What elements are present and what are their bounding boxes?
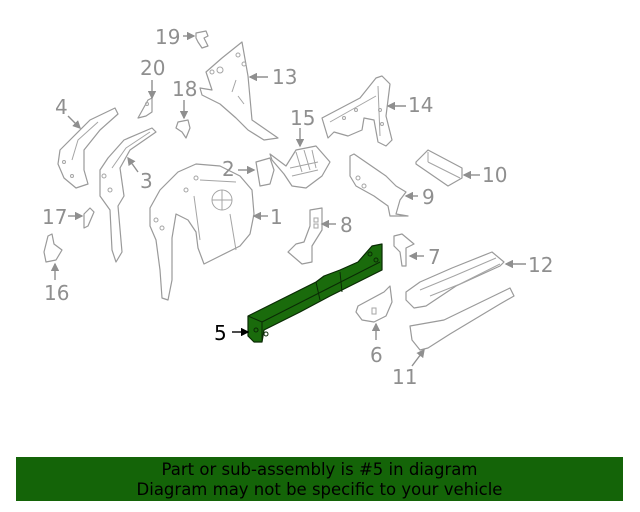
callout-11[interactable]: 11 [392,365,417,389]
part-11[interactable] [409,287,515,351]
part-3[interactable] [99,127,157,263]
callout-18[interactable]: 18 [172,77,197,101]
part-14[interactable] [321,75,393,147]
part-7[interactable] [393,233,415,267]
callout-10[interactable]: 10 [482,163,507,187]
callout-15[interactable]: 15 [290,106,315,130]
callout-5-active[interactable]: 5 [214,321,227,345]
callout-14[interactable]: 14 [408,93,433,117]
part-2[interactable] [255,157,275,187]
callout-20[interactable]: 20 [140,56,165,80]
banner-line-disclaimer: Diagram may not be specific to your vehi… [136,480,503,499]
callout-19[interactable]: 19 [155,25,180,49]
part-16[interactable] [43,233,63,263]
part-9[interactable] [349,153,409,217]
part-13[interactable] [199,41,279,141]
part-6[interactable] [355,285,393,323]
callout-7[interactable]: 7 [428,245,441,269]
part-10[interactable] [415,149,463,187]
callout-4[interactable]: 4 [55,95,68,119]
banner-line-part: Part or sub-assembly is #5 in diagram [161,460,478,479]
part-18[interactable] [175,119,191,139]
callout-3[interactable]: 3 [140,169,153,193]
leader-lines [50,31,526,367]
part-20[interactable] [137,97,153,119]
callout-17[interactable]: 17 [42,205,67,229]
info-banner: Part or sub-assembly is #5 in diagram Di… [16,457,623,501]
part-12[interactable] [405,251,505,309]
callout-6[interactable]: 6 [370,343,383,367]
callout-9[interactable]: 9 [422,185,435,209]
callout-13[interactable]: 13 [272,65,297,89]
callout-12[interactable]: 12 [528,253,553,277]
part-8[interactable] [287,207,323,265]
part-4[interactable] [57,107,119,189]
callout-2[interactable]: 2 [222,157,235,181]
callout-16[interactable]: 16 [44,281,69,305]
callout-1[interactable]: 1 [270,205,283,229]
part-1[interactable] [149,163,255,301]
callout-labels: 19 13 20 18 4 3 2 15 14 10 9 1 8 7 12 6 … [42,25,553,389]
part-5-highlighted[interactable] [247,243,383,343]
part-15[interactable] [269,145,331,189]
part-17[interactable] [83,207,95,229]
part-19[interactable] [195,30,209,49]
callout-8[interactable]: 8 [340,213,353,237]
